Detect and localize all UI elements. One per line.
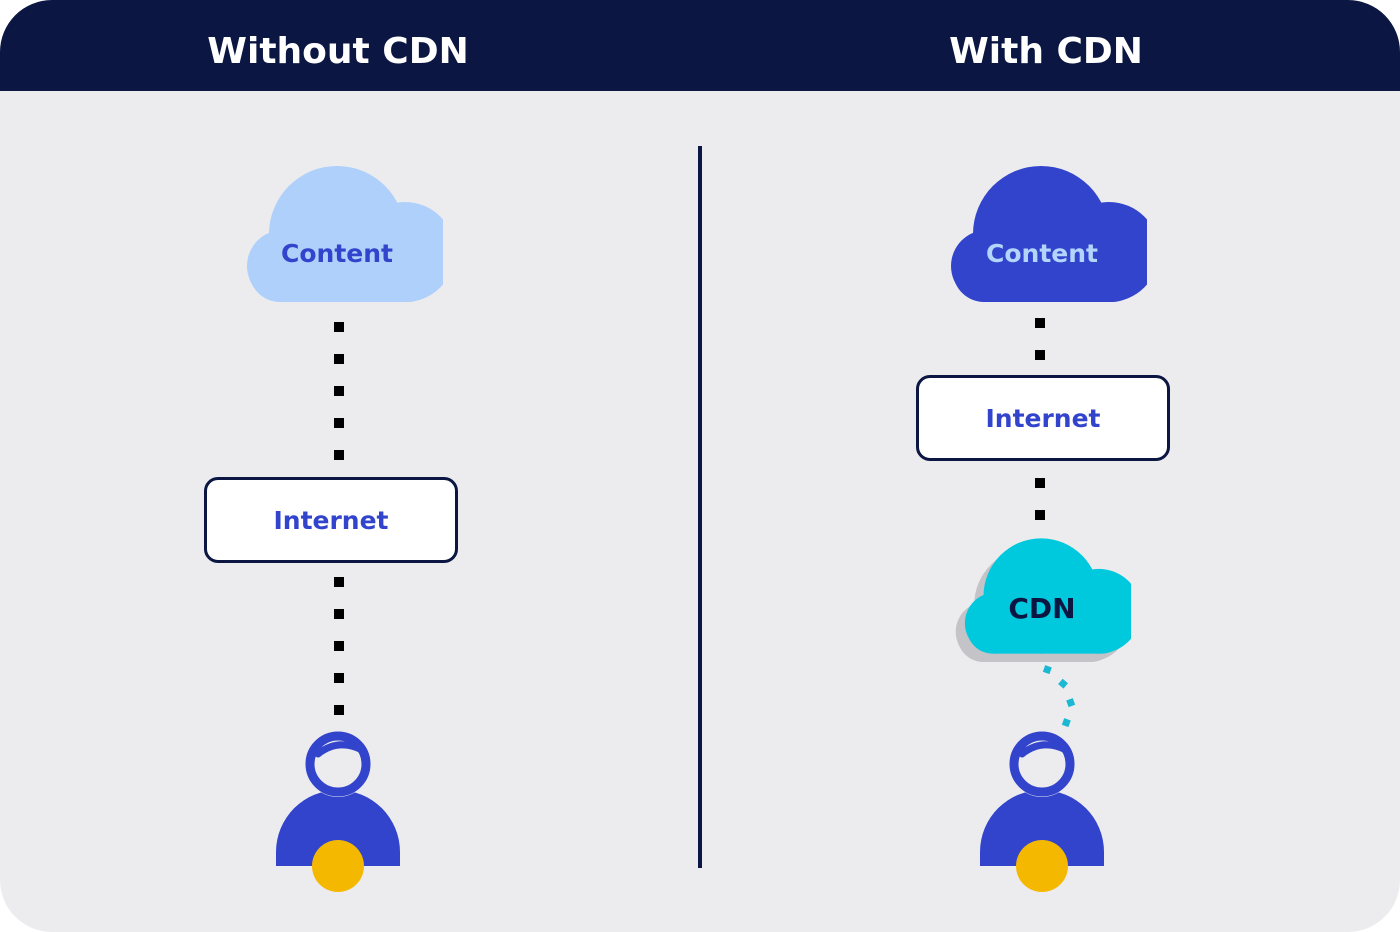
dotted-link-left-top [334,322,344,460]
content-cloud-left: Content [247,166,443,302]
cdn-label: CDN [1008,592,1075,625]
heading-with-cdn: With CDN [949,31,1143,72]
cloud-icon [951,166,1147,302]
cdn-dotted-link [1042,665,1076,728]
content-label-right: Content [986,239,1098,268]
cloud-icon [247,166,443,302]
dotted-link-left-bottom [334,577,344,715]
content-label-left: Content [281,239,393,268]
internet-label-right: Internet [985,403,1101,433]
dotted-link-right-middle [1035,478,1045,520]
user-icon-left [276,731,400,892]
content-cloud-right: Content [951,166,1147,302]
internet-label-left: Internet [273,505,389,535]
cdn-cloud: CDN [955,538,1131,662]
header-bar [0,0,1400,91]
heading-without-cdn: Without CDN [207,31,469,72]
user-icon-right [980,731,1104,892]
internet-box-right: Internet [916,375,1170,461]
dotted-link-right-top [1035,318,1045,360]
internet-box-left: Internet [204,477,458,563]
column-divider [698,146,702,868]
